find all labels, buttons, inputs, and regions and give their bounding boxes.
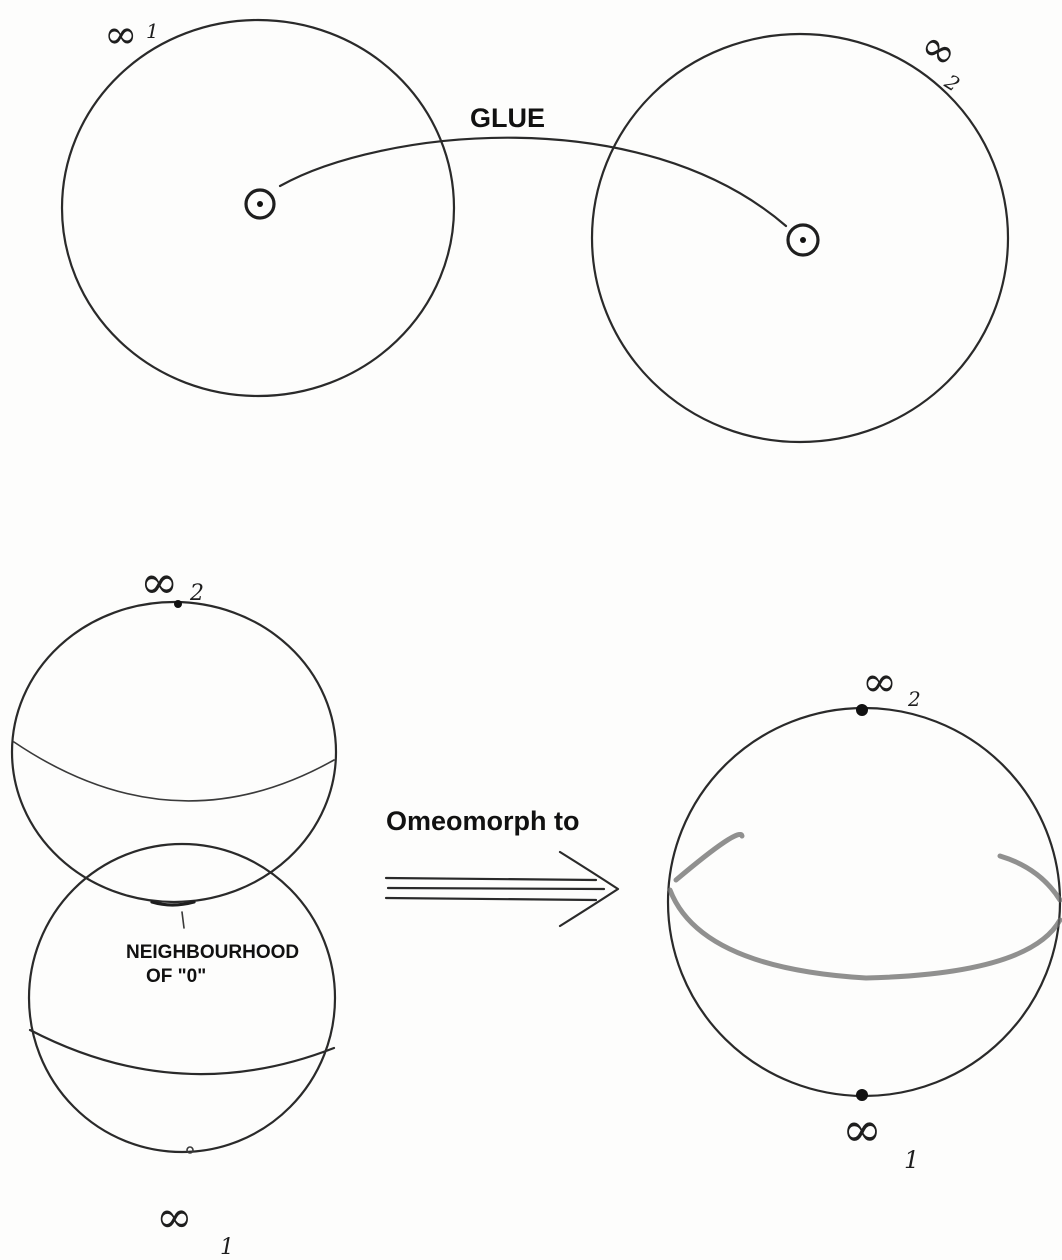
lower-sphere-outline — [27, 842, 337, 1154]
plane-two-circle — [590, 32, 1010, 444]
infinity-label-top-left: ∞ 1 — [104, 12, 159, 58]
infinity-subscript: 1 — [904, 1146, 919, 1174]
plane-one-origin-dot — [257, 201, 263, 207]
infinity-subscript: 2 — [907, 687, 921, 711]
infinity-symbol: ∞ — [156, 1192, 193, 1243]
omeomorph-label: Omeomorph to — [386, 806, 580, 836]
stacked-lower-sphere — [27, 842, 337, 1154]
glue-arc — [278, 136, 788, 228]
neighbourhood-label-line2: OF "0" — [146, 966, 206, 987]
infinity-label-sphere-bottom: ∞ 1 — [842, 1102, 919, 1174]
result-sphere-outline — [666, 706, 1062, 1098]
infinity-symbol: ∞ — [862, 657, 897, 706]
contact-neighbourhood — [150, 900, 196, 929]
lower-sphere-pole-dot — [186, 1146, 194, 1154]
arrow-head — [558, 850, 620, 928]
equator-front — [667, 887, 1062, 981]
contact-thickening — [150, 900, 196, 907]
infinity-label-stacked-top: ∞ 2 — [140, 555, 204, 609]
upper-sphere-pole-dot — [174, 600, 182, 608]
lower-sphere-equator — [28, 1028, 336, 1076]
neighbourhood-label: NEIGHBOURHOOD — [126, 942, 299, 963]
plane-two-origin-dot — [800, 237, 806, 243]
plane-two — [590, 32, 1010, 444]
result-sphere — [666, 704, 1062, 1101]
arrow-line-bottom — [384, 896, 598, 902]
upper-sphere-equator — [13, 741, 335, 802]
plane-one-circle — [60, 18, 456, 398]
arrow-line-middle — [386, 886, 606, 891]
infinity-label-top-right: ∞ 2 — [911, 19, 967, 96]
infinity-subscript: 1 — [146, 19, 159, 43]
contact-pointer — [181, 911, 185, 929]
infinity-symbol: ∞ — [842, 1102, 882, 1158]
north-pole-dot — [856, 704, 868, 716]
infinity-subscript: 1 — [220, 1235, 234, 1260]
infinity-label-stacked-bottom: ∞ 1 — [156, 1192, 234, 1260]
upper-sphere-outline — [10, 600, 338, 904]
plane-one-origin-ring — [244, 188, 276, 220]
infinity-label-sphere-top: ∞ 2 — [862, 657, 921, 711]
infinity-symbol: ∞ — [140, 555, 178, 609]
plane-one — [60, 18, 456, 398]
plane-two-origin-ring — [786, 223, 820, 257]
glue-label: GLUE — [470, 103, 545, 133]
infinity-symbol: ∞ — [104, 12, 137, 58]
arrow-line-top — [384, 876, 598, 882]
south-pole-dot — [856, 1089, 868, 1101]
stacked-upper-sphere — [10, 600, 338, 904]
infinity-subscript: 2 — [189, 581, 204, 606]
implies-arrow — [384, 850, 620, 928]
equator-back-right — [997, 853, 1062, 903]
equator-back-left — [673, 832, 745, 883]
